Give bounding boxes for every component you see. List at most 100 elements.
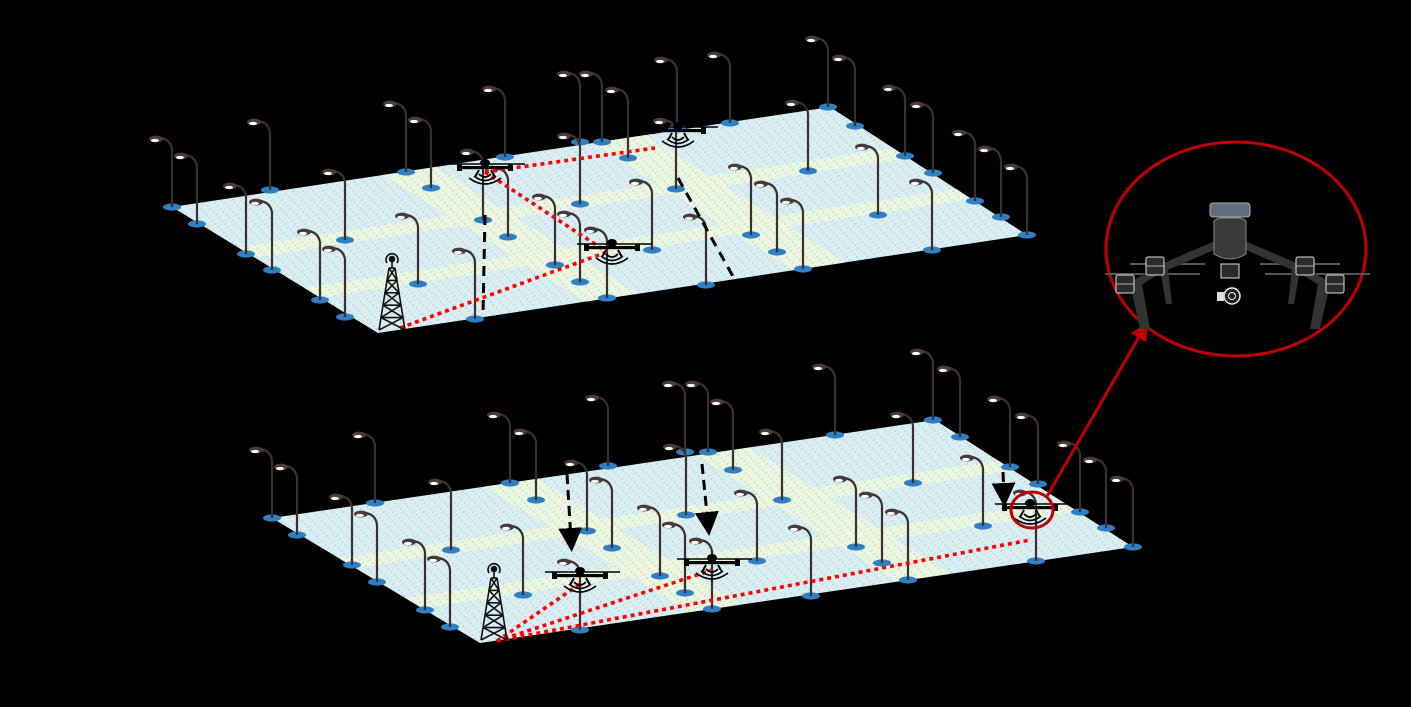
lamp-light (225, 185, 233, 190)
drone-icon (677, 554, 752, 580)
lamp-light (989, 398, 997, 403)
streetlamp (427, 555, 459, 631)
lamp-light (430, 481, 438, 486)
motor (701, 127, 706, 134)
lamp-light (857, 146, 865, 151)
signal-wave (595, 257, 629, 265)
top-city-layer (149, 35, 1036, 333)
streetlamp (780, 197, 812, 273)
signal-wave (1023, 513, 1037, 518)
streetlamp (584, 226, 616, 302)
lamp-light (912, 351, 920, 356)
lamp-light (656, 59, 664, 64)
streetlamp (689, 537, 721, 613)
lamp-light (559, 561, 567, 566)
streetlamp (174, 152, 206, 228)
lamp-light (176, 155, 184, 160)
lamp-light (1059, 443, 1067, 448)
streetlamp (637, 504, 669, 580)
camera-lens (1223, 287, 1241, 305)
motor (552, 572, 557, 579)
ground-texture (172, 107, 1027, 333)
lamp-light (397, 215, 405, 220)
motor (603, 572, 608, 579)
streetlamp (663, 443, 695, 519)
streetlamp (428, 478, 460, 554)
lamp-light (709, 54, 717, 59)
streetlamp (759, 428, 791, 504)
signal-wave (666, 138, 690, 145)
motor (1053, 504, 1058, 511)
lamp-light (761, 431, 769, 436)
camera-lens-inner (1228, 292, 1236, 300)
streetlamp (978, 145, 1010, 221)
landing-leg (1288, 269, 1300, 304)
wireless-link (484, 170, 608, 254)
streetlamp (910, 101, 942, 177)
streetlamp (952, 129, 984, 205)
streetlamp (487, 411, 519, 487)
streetlamp (707, 51, 739, 127)
streetlamp (482, 85, 514, 161)
streetlamp (1083, 456, 1115, 532)
streetlamp (557, 132, 589, 208)
drone-fuselage (1213, 217, 1247, 260)
lamp-light (954, 132, 962, 137)
streetlamp (605, 86, 637, 162)
motor (735, 559, 740, 566)
lamp-light (559, 213, 567, 218)
drone-icon (450, 159, 525, 185)
streetlamp (1004, 163, 1036, 239)
drone-icon (577, 239, 652, 265)
lamp-light (834, 57, 842, 62)
cell-tower-icon (480, 562, 508, 641)
lamp-light (685, 216, 693, 221)
drone-body (480, 159, 490, 167)
streetlamp (629, 178, 661, 254)
lamp-light (892, 414, 900, 419)
lamp-light (591, 479, 599, 484)
motor (635, 244, 640, 251)
motor (508, 164, 513, 171)
signal-wave (705, 568, 719, 573)
streetlamp (557, 558, 589, 634)
signal-wave (563, 585, 597, 593)
lamp-light (454, 250, 462, 255)
signal-wave (671, 136, 685, 141)
signal-wave (473, 175, 497, 182)
descent-arrow (558, 473, 583, 552)
lamp-light (730, 166, 738, 171)
streetlamp (832, 54, 864, 130)
drone-icon (545, 567, 620, 593)
wireless-link (495, 582, 582, 643)
lamp-light (1112, 478, 1120, 483)
streetlamp (987, 395, 1019, 471)
streetlamp (734, 489, 766, 565)
signal-wave (1013, 517, 1047, 525)
motor (457, 164, 462, 171)
motor (584, 244, 589, 251)
streetlamp (960, 454, 992, 530)
drone-body (575, 567, 585, 575)
signal-wave (661, 140, 695, 148)
lamp-light (515, 431, 523, 436)
lamp-light (939, 368, 947, 373)
drone-arms (554, 574, 606, 578)
signal-wave (1018, 515, 1042, 522)
lamp-light (489, 414, 497, 419)
lamp-light (887, 511, 895, 516)
landing-leg (1310, 284, 1330, 329)
lamp-light (462, 151, 470, 156)
bottom-city-layer (249, 348, 1142, 643)
lamp-light (787, 102, 795, 107)
streetlamp (249, 446, 281, 522)
gps-module (1209, 202, 1251, 218)
streetlamp (395, 212, 427, 288)
descent-arrow (991, 471, 1016, 507)
streetlamp (812, 363, 844, 439)
lamp-light (687, 383, 695, 388)
streetlamp (685, 380, 717, 456)
streetlamp (579, 70, 611, 146)
drone-arms (459, 166, 511, 170)
